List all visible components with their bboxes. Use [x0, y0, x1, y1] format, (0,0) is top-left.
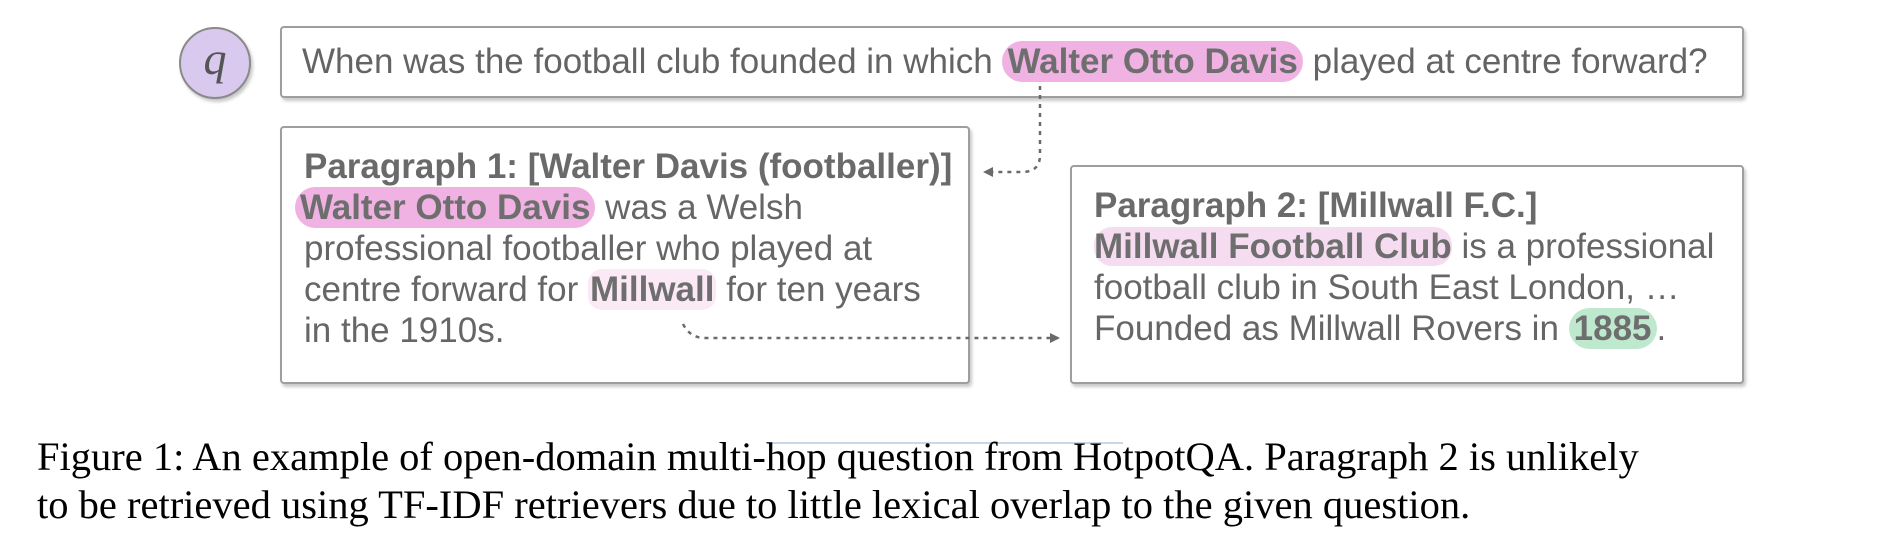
paragraph-2-line-2: football club in South East London, … — [1094, 268, 1680, 307]
arrow-question-to-paragraph-1 — [983, 86, 1042, 177]
paragraph-1-line-3-before: centre forward for — [304, 270, 588, 309]
paragraph-2-line-3: Founded as Millwall Rovers in 1885. — [1094, 308, 1714, 349]
question-badge-letter: q — [203, 33, 227, 84]
paragraph-1-line-3: centre forward for Millwall for ten year… — [304, 269, 952, 310]
paragraph-1-body: Paragraph 1: [Walter Davis (footballer)]… — [295, 146, 953, 351]
paragraph-2-line-3-before: Founded as Millwall Rovers in — [1094, 309, 1569, 348]
paragraph-1-title: Paragraph 1: [Walter Davis (footballer)] — [304, 147, 953, 186]
paragraph-1-line-1: Walter Otto Davis was a Welsh — [295, 187, 952, 228]
caption-line-1: Figure 1: An example of open-domain mult… — [37, 434, 1639, 479]
paragraph-2-line-1-rest: is a professional — [1451, 227, 1715, 266]
paragraph-1-line-4: in the 1910s. — [304, 311, 505, 350]
paragraph-2-line-3-after: . — [1656, 309, 1667, 348]
paragraph-1-line-3-after: for ten years — [716, 270, 921, 309]
paragraph-2-body: Paragraph 2: [Millwall F.C.] Millwall Fo… — [1094, 185, 1714, 349]
arrow-paragraph-1-to-paragraph-2 — [681, 323, 1060, 343]
paragraph-2-title: Paragraph 2: [Millwall F.C.] — [1094, 186, 1538, 225]
paragraph-2-line-1: Millwall Football Club is a professional — [1094, 226, 1714, 267]
question-text-before: When was the football club founded in wh… — [302, 42, 993, 81]
question-entity-highlight: Walter Otto Davis — [1002, 41, 1303, 82]
caption-underline-mark — [767, 442, 1123, 444]
question-box: When was the football club founded in wh… — [280, 26, 1744, 98]
paragraph-1-entity-highlight: Walter Otto Davis — [295, 187, 596, 228]
paragraph-1-line-1-rest: was a Welsh — [595, 188, 803, 227]
paragraph-1-line-2: professional footballer who played at — [304, 229, 873, 268]
paragraph-2-box: Paragraph 2: [Millwall F.C.] Millwall Fo… — [1070, 165, 1744, 384]
paragraph-2-answer-highlight: 1885 — [1568, 308, 1657, 349]
paragraph-1-bridge-highlight: Millwall — [588, 269, 717, 310]
paragraph-1-box: Paragraph 1: [Walter Davis (footballer)]… — [280, 126, 970, 384]
paragraph-2-entity-highlight: Millwall Football Club — [1094, 227, 1452, 266]
question-text-after: played at centre forward? — [1312, 42, 1708, 81]
question-badge: q — [179, 27, 251, 99]
caption-line-2: to be retrieved using TF-IDF retrievers … — [37, 482, 1471, 527]
question-text: When was the football club founded in wh… — [302, 28, 1708, 96]
figure-caption: Figure 1: An example of open-domain mult… — [37, 433, 1887, 529]
